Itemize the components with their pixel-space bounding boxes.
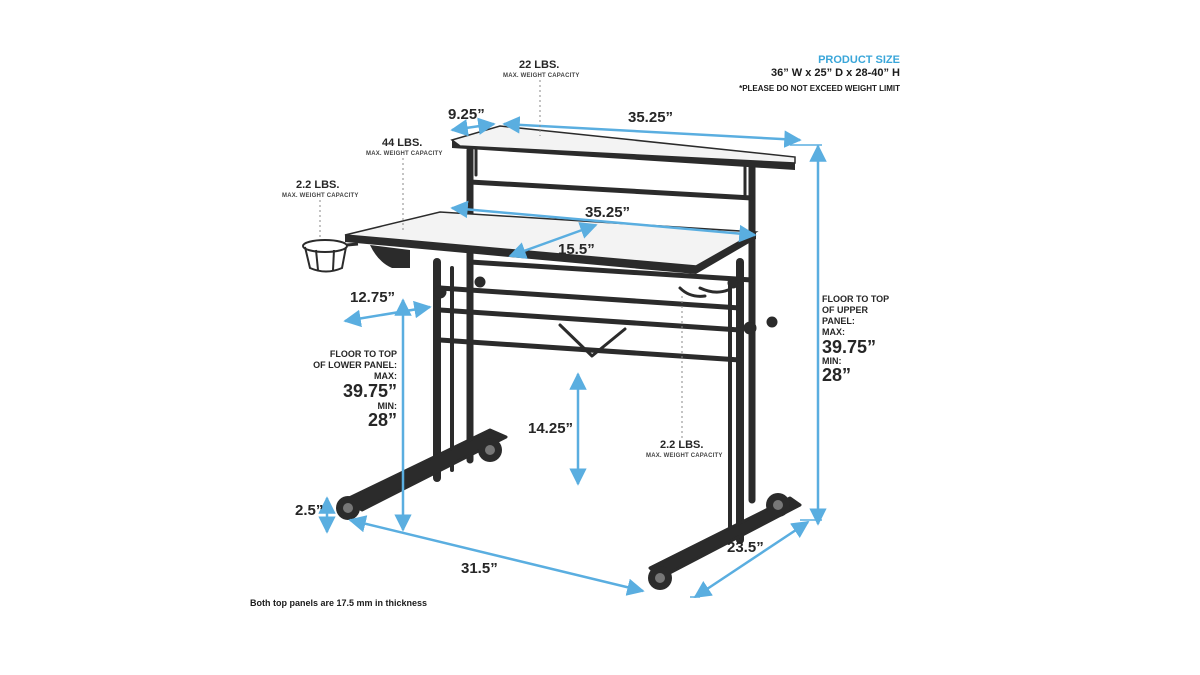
height-knob-right xyxy=(743,321,757,335)
product-size-title: PRODUCT SIZE xyxy=(818,54,900,66)
dimension-lines xyxy=(318,116,827,599)
upper-offset-label: 9.25” xyxy=(448,106,485,123)
lower-height-min-label: MIN: xyxy=(377,401,398,411)
lower-height-min-value: 28” xyxy=(367,410,397,430)
cup-holder-weight-value: 2.2 LBS. xyxy=(296,179,340,191)
upper-weight-caption: MAX. WEIGHT CAPACITY xyxy=(503,73,580,79)
height-knob-left xyxy=(433,285,447,299)
lower-crossbar xyxy=(437,337,743,363)
lower-depth-label: 15.5” xyxy=(558,241,595,258)
base-width-label: 31.5” xyxy=(461,560,498,577)
lower-overhang-label: 12.75” xyxy=(350,289,396,306)
upper-height-label-2: OF UPPER xyxy=(822,305,869,315)
middle-crossbar xyxy=(437,307,743,333)
base-depth-line xyxy=(693,520,810,599)
lower-height-label-1: FLOOR TO TOP xyxy=(329,349,397,359)
base-width-line xyxy=(348,515,645,596)
leader-lines xyxy=(319,80,683,438)
hook-weight-value: 2.2 LBS. xyxy=(660,439,704,451)
lower-height-max-value: 39.75” xyxy=(342,381,397,401)
lower-overhang-line xyxy=(343,300,432,328)
upper-weight-value: 22 LBS. xyxy=(519,59,560,71)
desk-frame xyxy=(336,146,802,590)
lower-weight-caption: MAX. WEIGHT CAPACITY xyxy=(366,151,443,157)
upper-height-max-value: 39.75” xyxy=(822,337,877,357)
lower-height-max-label: MAX: xyxy=(374,371,397,381)
thickness-footnote: Both top panels are 17.5 mm in thickness xyxy=(250,598,428,608)
cup-holder xyxy=(302,239,359,273)
cup-holder-weight-caption: MAX. WEIGHT CAPACITY xyxy=(282,193,359,199)
lower-width-line xyxy=(450,200,757,243)
lower-width-label: 35.25” xyxy=(585,204,631,221)
upper-height-max-label: MAX: xyxy=(822,327,845,337)
upper-height-label-3: PANEL: xyxy=(822,316,855,326)
upper-height-min-value: 28” xyxy=(822,365,852,385)
upper-offset-line xyxy=(450,117,496,137)
base-depth-label: 23.5” xyxy=(727,539,764,556)
hook-weight-caption: MAX. WEIGHT CAPACITY xyxy=(646,453,723,459)
weight-warning: *PLEASE DO NOT EXCEED WEIGHT LIMIT xyxy=(739,84,900,93)
upper-height-min-label: MIN: xyxy=(822,356,842,366)
lower-weight-value: 44 LBS. xyxy=(382,137,423,149)
upper-width-line xyxy=(502,116,802,148)
casters xyxy=(336,438,790,590)
caster-height-label: 2.5” xyxy=(295,502,324,519)
lower-depth-line xyxy=(508,222,598,259)
lower-height-label-2: OF LOWER PANEL: xyxy=(313,360,397,370)
product-size-value: 36” W x 25” D x 28-40” H xyxy=(770,67,900,79)
extension-lines xyxy=(690,144,822,598)
upper-height-label-1: FLOOR TO TOP xyxy=(822,294,890,304)
upper-width-label: 35.25” xyxy=(628,109,674,126)
crossbar-height-label: 14.25” xyxy=(528,420,574,437)
upper-crossbar xyxy=(467,179,755,201)
